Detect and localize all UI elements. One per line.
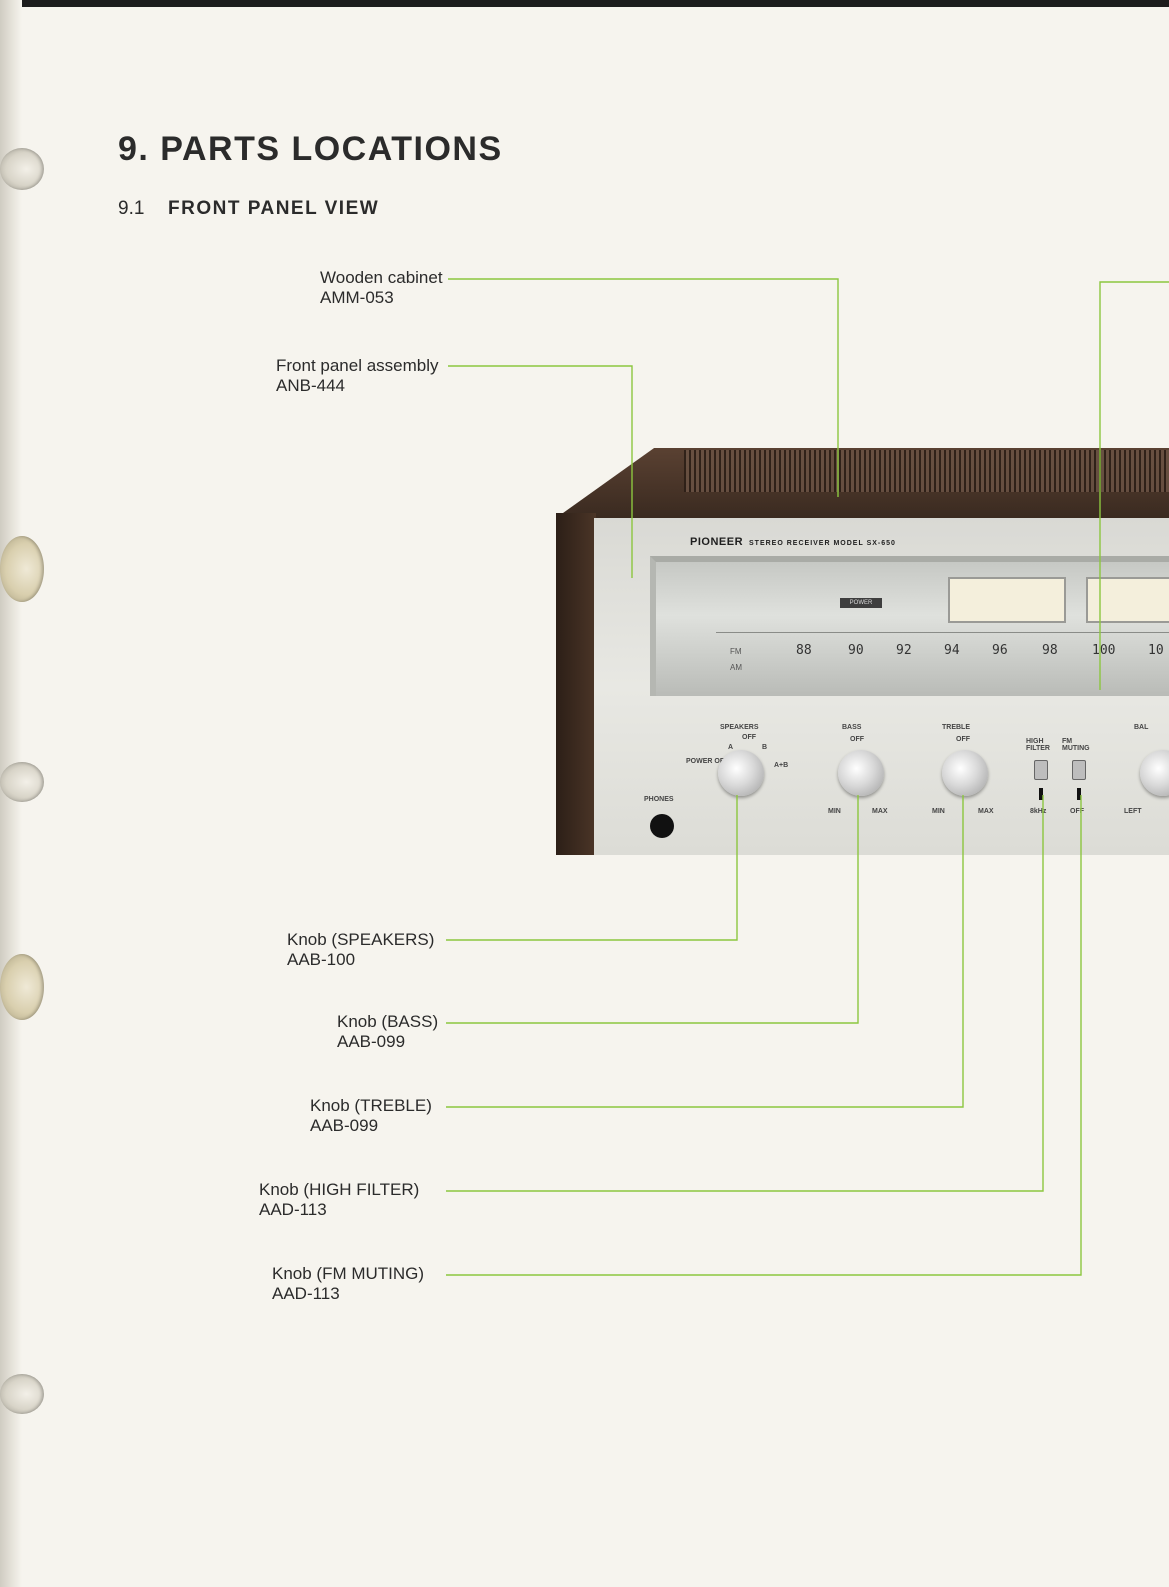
leader-speakers-knob <box>446 795 737 940</box>
callout-name: Knob (SPEAKERS) <box>287 930 434 950</box>
callout-part-number: AAB-099 <box>310 1116 432 1136</box>
callout-knob-speakers: Knob (SPEAKERS) AAB-100 <box>287 930 434 970</box>
callout-wooden-cabinet: Wooden cabinet AMM-053 <box>320 268 443 308</box>
leader-front-panel <box>448 366 632 578</box>
callout-knob-high-filter: Knob (HIGH FILTER) AAD-113 <box>259 1180 419 1220</box>
leader-high-filter-knob <box>446 795 1043 1191</box>
callout-part-number: AAD-113 <box>259 1200 419 1220</box>
callout-front-panel-assembly: Front panel assembly ANB-444 <box>276 356 439 396</box>
callout-knob-fm-muting: Knob (FM MUTING) AAD-113 <box>272 1264 424 1304</box>
callout-name: Wooden cabinet <box>320 268 443 288</box>
callout-knob-treble: Knob (TREBLE) AAB-099 <box>310 1096 432 1136</box>
leader-fm-muting-knob <box>446 795 1081 1275</box>
callout-part-number: ANB-444 <box>276 376 439 396</box>
callout-name: Knob (FM MUTING) <box>272 1264 424 1284</box>
callout-name: Knob (TREBLE) <box>310 1096 432 1116</box>
callout-knob-bass: Knob (BASS) AAB-099 <box>337 1012 438 1052</box>
leader-tuning-indicator <box>1100 282 1169 690</box>
callout-name: Knob (BASS) <box>337 1012 438 1032</box>
callout-part-number: AAD-113 <box>272 1284 424 1304</box>
callout-name: Front panel assembly <box>276 356 439 376</box>
callout-part-number: AAB-100 <box>287 950 434 970</box>
callout-part-number: AMM-053 <box>320 288 443 308</box>
leader-treble-knob <box>446 795 963 1107</box>
leader-wooden-cabinet <box>448 279 838 497</box>
callout-part-number: AAB-099 <box>337 1032 438 1052</box>
leader-bass-knob <box>446 795 858 1023</box>
callout-name: Knob (HIGH FILTER) <box>259 1180 419 1200</box>
